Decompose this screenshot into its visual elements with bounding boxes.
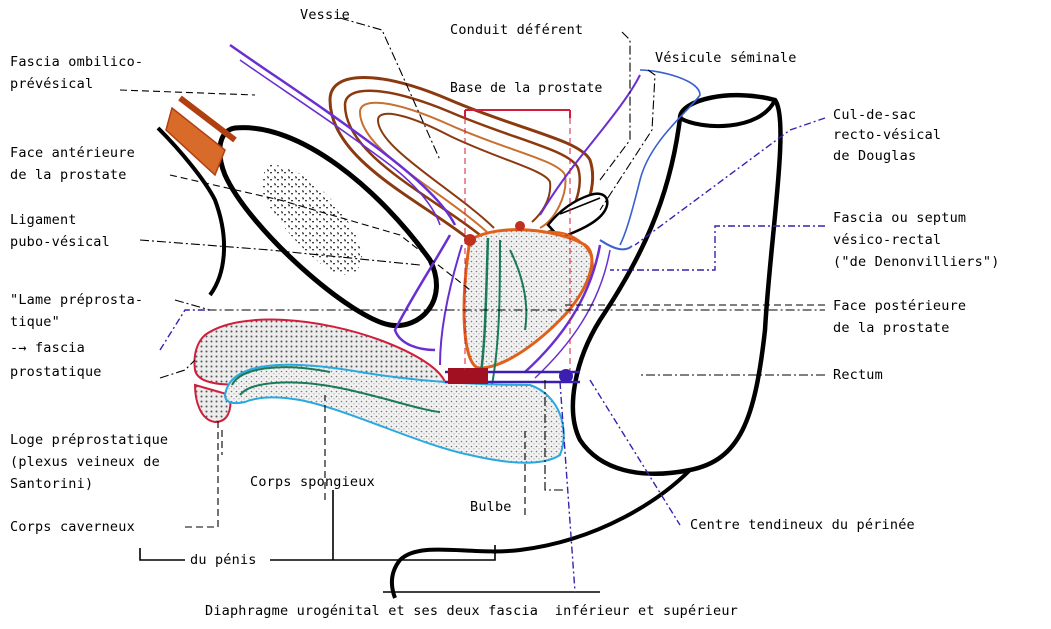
- label-corps-spongieux: Corps spongieux: [250, 472, 375, 493]
- label-fascia-ombilico-2: prévésical: [10, 74, 93, 95]
- label-fascia-septum-1: Fascia ou septum: [833, 208, 966, 229]
- label-face-posterieure-2: de la prostate: [833, 318, 950, 339]
- label-cul-de-sac-3: de Douglas: [833, 146, 916, 167]
- label-face-posterieure-1: Face postérieure: [833, 296, 966, 317]
- label-corps-caverneux: Corps caverneux: [10, 517, 135, 538]
- label-rectum: Rectum: [833, 365, 883, 386]
- label-fascia-septum-2: vésico-rectal: [833, 230, 941, 251]
- label-lame-1: "Lame préprosta-: [10, 290, 143, 311]
- label-bulbe: Bulbe: [470, 497, 512, 518]
- label-loge-3: Santorini): [10, 474, 93, 495]
- label-fascia-septum-3: ("de Denonvilliers"): [833, 252, 1000, 273]
- arcuate-ligament: [166, 108, 225, 175]
- corpus-spongiosum: [225, 365, 564, 463]
- label-loge-1: Loge préprostatique: [10, 430, 168, 451]
- membranous-urethra: [448, 368, 488, 384]
- label-face-anterieure-2: de la prostate: [10, 165, 127, 186]
- label-vessie: Vessie: [300, 5, 350, 26]
- label-fascia-ombilico-1: Fascia ombilico-: [10, 52, 143, 73]
- label-centre-tendineux: Centre tendineux du périnée: [690, 515, 915, 536]
- perineum-contour: [392, 470, 690, 598]
- label-diaphragme: Diaphragme urogénital et ses deux fascia…: [205, 601, 738, 622]
- label-ligament-2: pubo-vésical: [10, 232, 110, 253]
- label-ligament-1: Ligament: [10, 210, 77, 231]
- label-vesicule-seminale: Vésicule séminale: [655, 48, 797, 69]
- label-base-prostate: Base de la prostate: [450, 78, 603, 99]
- label-lame-3: -→ fascia: [10, 338, 85, 359]
- rectum-wall: [573, 95, 781, 474]
- label-cul-de-sac-1: Cul-de-sac: [833, 105, 916, 126]
- peritoneum: [620, 70, 700, 245]
- label-loge-2: (plexus veineux de: [10, 452, 160, 473]
- label-lame-2: tique": [10, 312, 60, 333]
- label-lame-4: prostatique: [10, 362, 102, 383]
- label-face-anterieure-1: Face antérieure: [10, 143, 135, 164]
- perineal-body: [559, 369, 573, 383]
- label-du-penis: du pénis: [190, 550, 257, 571]
- label-cul-de-sac-2: recto-vésical: [833, 125, 941, 146]
- label-conduit-deferent: Conduit déférent: [450, 20, 583, 41]
